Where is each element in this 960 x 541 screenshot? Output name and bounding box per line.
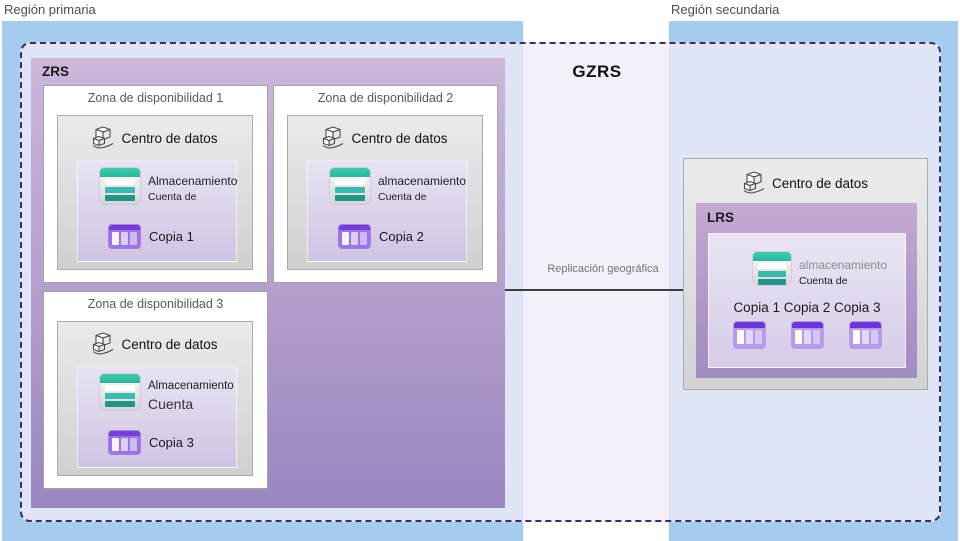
secondary-datacenter-box: Centro de datos LRS almacenamiento Cuent… [683, 158, 928, 390]
geo-replication-arrow [505, 284, 709, 296]
storage-account-line2: Cuenta [148, 395, 194, 412]
storage-account-row: almacenamiento Cuenta de [330, 168, 466, 204]
datacenter-box: Centro de datos Almacenamiento Cuenta de [57, 115, 253, 270]
copy-row: Copia 2 [339, 225, 424, 248]
datacenter-building-icon [743, 171, 765, 194]
storage-account-icon [100, 168, 140, 204]
datacenter-header: Centro de datos [58, 123, 252, 153]
availability-zone-2: Zona de disponibilidad 2 Centro de datos [273, 85, 498, 283]
storage-account-row: almacenamiento Cuenta de [753, 252, 887, 287]
primary-region-label: Región primaria [4, 2, 96, 17]
datacenter-header: Centro de datos [58, 329, 252, 359]
storage-panel: Almacenamiento Cuenta Copia 3 [77, 366, 237, 468]
storage-account-line1: almacenamiento [378, 174, 467, 188]
table-copy-icon [849, 322, 881, 348]
storage-account-text: almacenamiento Cuenta de [378, 168, 466, 204]
table-copy-icon [733, 322, 765, 348]
copy-label: Copia 1 [149, 229, 194, 244]
storage-account-row: Almacenamiento Cuenta de [100, 168, 237, 204]
storage-account-icon [100, 374, 140, 410]
gzrs-label: GZRS [572, 62, 622, 81]
lrs-storage-panel: almacenamiento Cuenta de Copia 1 Copia 2… [708, 233, 906, 368]
storage-account-line1: Almacenamiento [148, 174, 238, 188]
storage-account-text: almacenamiento Cuenta de [799, 252, 887, 287]
datacenter-header: Centro de datos [288, 123, 482, 153]
storage-account-line1: almacenamiento [799, 258, 888, 272]
datacenter-label: Centro de datos [771, 175, 869, 191]
datacenter-building-icon [93, 332, 114, 355]
zone-title: Zona de disponibilidad 2 [317, 91, 454, 105]
datacenter-box: Centro de datos Almacenamiento Cuenta [57, 321, 253, 476]
storage-account-text: Almacenamiento Cuenta de [148, 168, 237, 204]
zone-title: Zona de disponibilidad 1 [87, 91, 224, 105]
datacenter-header: Centro de datos [684, 168, 927, 198]
storage-panel: Almacenamiento Cuenta de Copia 1 [77, 160, 237, 262]
storage-account-line2: Cuenta de [148, 191, 197, 203]
lrs-label: LRS [707, 210, 734, 225]
storage-account-text: Almacenamiento Cuenta [148, 374, 234, 412]
geo-replication-label: Replicación geográfica [547, 263, 659, 275]
table-copy-icon [791, 322, 823, 348]
storage-panel: almacenamiento Cuenta de Copia 2 [307, 160, 467, 262]
availability-zone-3: Zona de disponibilidad 3 Centro de datos [43, 291, 268, 489]
copy-label: Copia 2 [379, 229, 424, 244]
availability-zone-1: Zona de disponibilidad 1 Centro de datos [43, 85, 268, 283]
copy-label: Copia 3 [149, 435, 194, 450]
secondary-region-label: Región secundaria [671, 2, 780, 17]
datacenter-label: Centro de datos [351, 130, 448, 146]
copy-row: Copia 1 [109, 225, 194, 248]
copy-row: Copia 3 [109, 431, 194, 454]
zone-title: Zona de disponibilidad 3 [87, 297, 224, 311]
table-copy-icon [339, 225, 370, 248]
storage-account-icon [330, 168, 370, 204]
storage-account-row: Almacenamiento Cuenta [100, 374, 234, 411]
datacenter-building-icon [93, 126, 114, 149]
table-copy-icon [109, 431, 140, 454]
copies-label: Copia 1 Copia 2 Copia 3 [733, 300, 881, 315]
datacenter-box: Centro de datos almacenamiento Cuenta de [287, 115, 483, 270]
datacenter-building-icon [323, 126, 344, 149]
storage-account-line2: Cuenta de [378, 191, 427, 203]
storage-account-line2: Cuenta de [799, 275, 848, 287]
zrs-label: ZRS [42, 64, 69, 79]
table-copy-icon [109, 225, 140, 248]
datacenter-label: Centro de datos [121, 336, 218, 352]
storage-account-icon [753, 252, 791, 285]
lrs-container: LRS almacenamiento Cuenta de Copia 1 Cop… [696, 203, 917, 378]
storage-account-line1: Almacenamiento [148, 380, 234, 392]
datacenter-label: Centro de datos [121, 130, 218, 146]
copies-icons-row [709, 322, 905, 348]
